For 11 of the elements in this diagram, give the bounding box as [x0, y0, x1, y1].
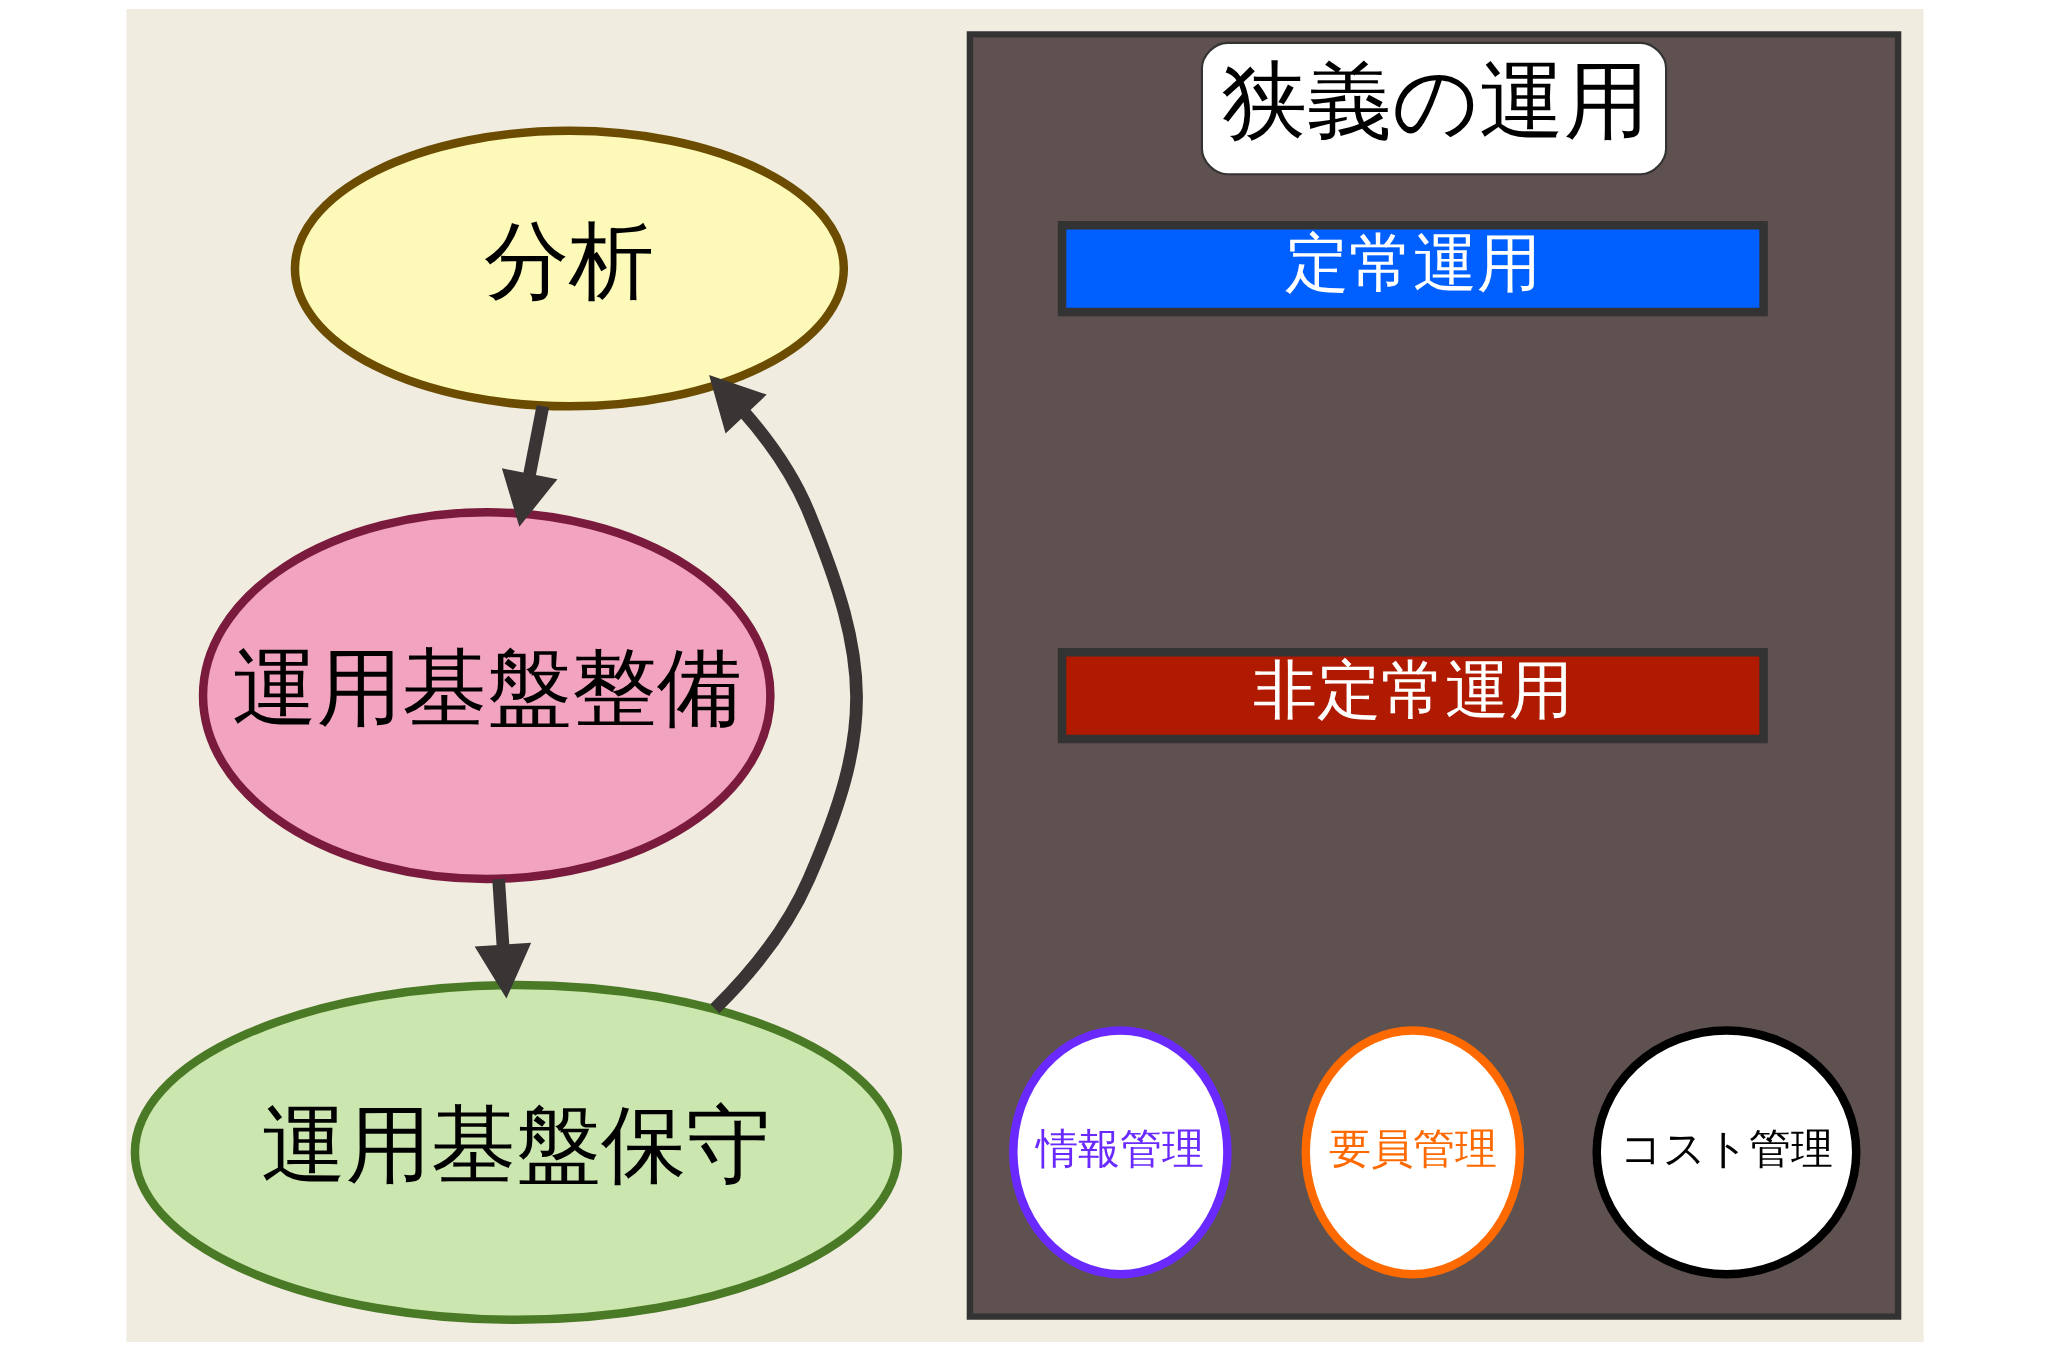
arrow [709, 374, 863, 1013]
node-ellipse: 分析 [290, 126, 849, 411]
arrow [501, 404, 558, 527]
node-ellipse: 要員管理 [1301, 1025, 1525, 1278]
node-box: 定常運用 [1057, 220, 1768, 316]
node-ellipse: 情報管理 [1009, 1025, 1232, 1278]
node-ellipse: 運用基盤保守 [130, 980, 903, 1324]
arrow [474, 878, 532, 998]
node-ellipse: 運用基盤整備 [198, 507, 775, 883]
node-box: 非定常運用 [1057, 647, 1768, 743]
node-circle: コスト管理 [1592, 1025, 1861, 1278]
